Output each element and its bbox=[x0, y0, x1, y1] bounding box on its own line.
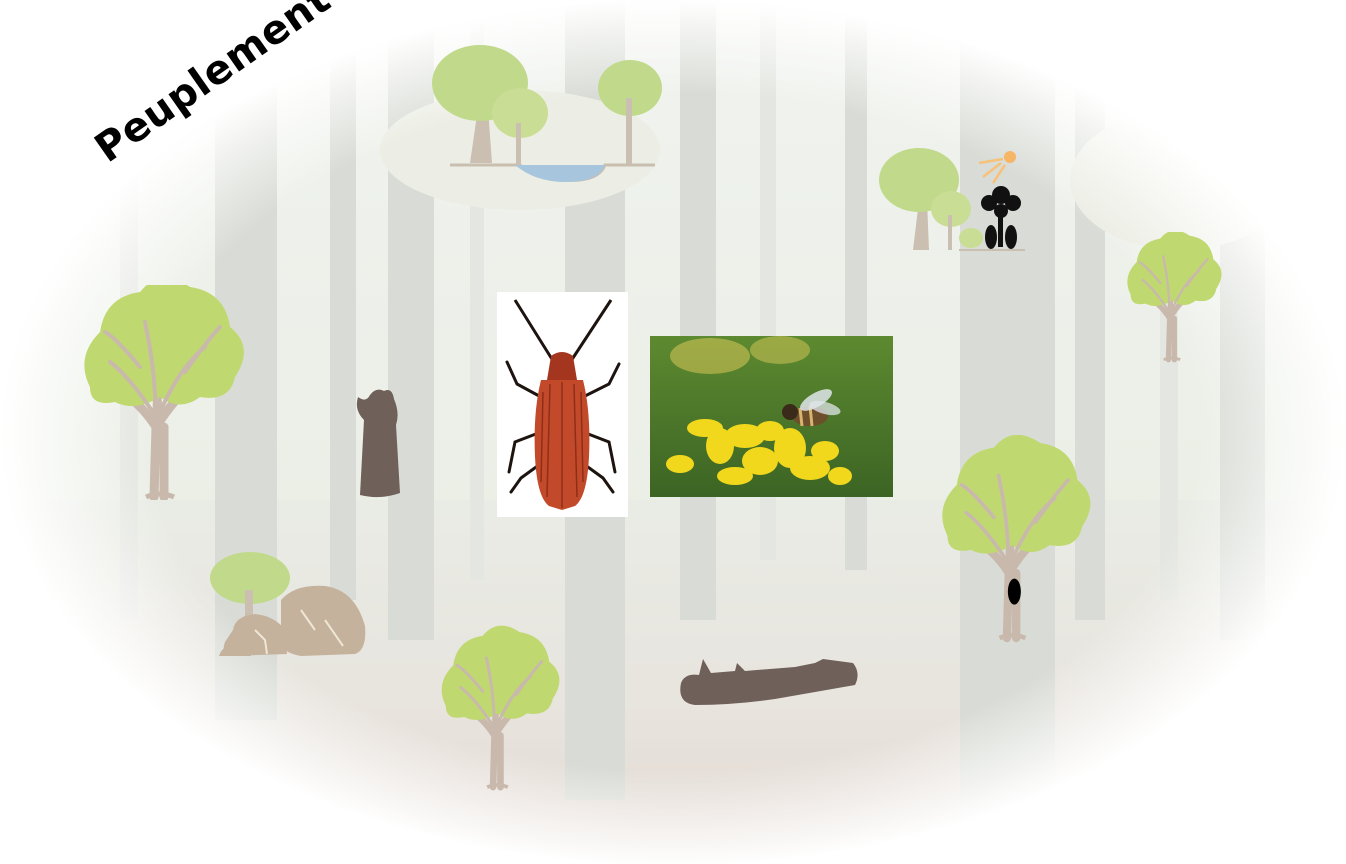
tree-icon-left bbox=[55, 285, 265, 500]
sun-icon bbox=[1004, 151, 1016, 163]
trees-sun-flower-icon bbox=[875, 145, 1035, 255]
tree-icon-right bbox=[1110, 232, 1234, 364]
tree-icon-bottom bbox=[420, 625, 575, 795]
flower-icon bbox=[981, 186, 1021, 249]
dead-tree-stump-icon bbox=[350, 385, 410, 505]
trees-with-pond-icon bbox=[430, 38, 670, 188]
tree-cavity-icon bbox=[1008, 579, 1021, 605]
fallen-log-icon bbox=[675, 655, 865, 710]
red-net-winged-beetle-photo bbox=[497, 292, 628, 517]
rocks-with-tree-icon bbox=[205, 550, 375, 660]
tree-with-cavity-icon bbox=[915, 435, 1110, 647]
bee-on-yellow-flower-photo bbox=[650, 336, 893, 497]
